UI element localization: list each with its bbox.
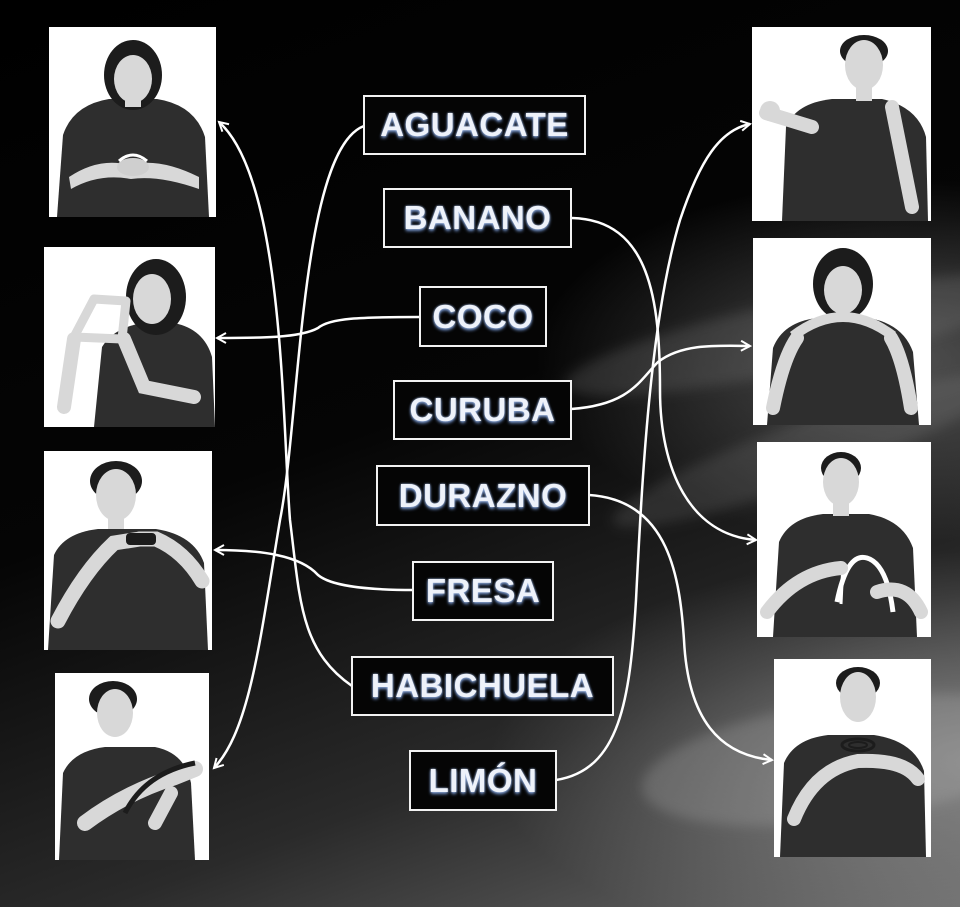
sign-photo-fresa-woman-left-1 — [49, 27, 216, 217]
word-label-aguacate: AGUACATE — [363, 95, 586, 155]
sign-photo-limon-man-left-4 — [55, 673, 209, 860]
word-label-limon: LIMÓN — [409, 750, 557, 811]
arrow-aguacate — [214, 124, 365, 768]
arrow-habichuela — [219, 122, 353, 688]
word-label-habichuela: HABICHUELA — [351, 656, 614, 716]
sign-photo-durazno-man-right-4 — [774, 659, 931, 857]
sign-photo-banano-woman-right-3 — [757, 442, 931, 637]
sign-photo-aguacate-man-right-1 — [752, 27, 931, 221]
arrow-coco — [217, 315, 421, 338]
arrow-curuba — [570, 346, 750, 411]
arrow-fresa — [215, 550, 415, 592]
word-label-coco: COCO — [419, 286, 547, 347]
arrow-limon — [555, 124, 750, 782]
word-label-durazno: DURAZNO — [376, 465, 590, 526]
word-label-banano: BANANO — [383, 188, 572, 248]
sign-photo-coco-woman-left-2 — [44, 247, 215, 427]
arrow-durazno — [588, 493, 772, 760]
word-label-fresa: FRESA — [412, 561, 554, 621]
sign-photo-curuba-woman-right-2 — [753, 238, 931, 425]
word-label-curuba: CURUBA — [393, 380, 572, 440]
arrow-banano — [571, 216, 756, 540]
sign-photo-habichuela-man-left-3 — [44, 451, 212, 650]
